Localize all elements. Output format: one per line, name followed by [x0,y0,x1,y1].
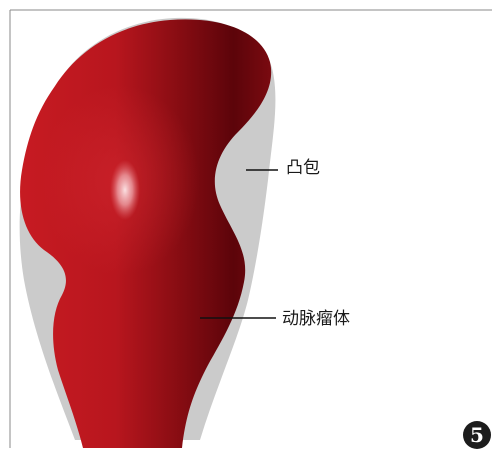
aneurysm-highlight [110,160,140,220]
bulge-label: 凸包 [286,160,320,177]
aneurysm-label: 动脉瘤体 [282,311,350,328]
figure-number-badge: 5 [463,421,491,449]
